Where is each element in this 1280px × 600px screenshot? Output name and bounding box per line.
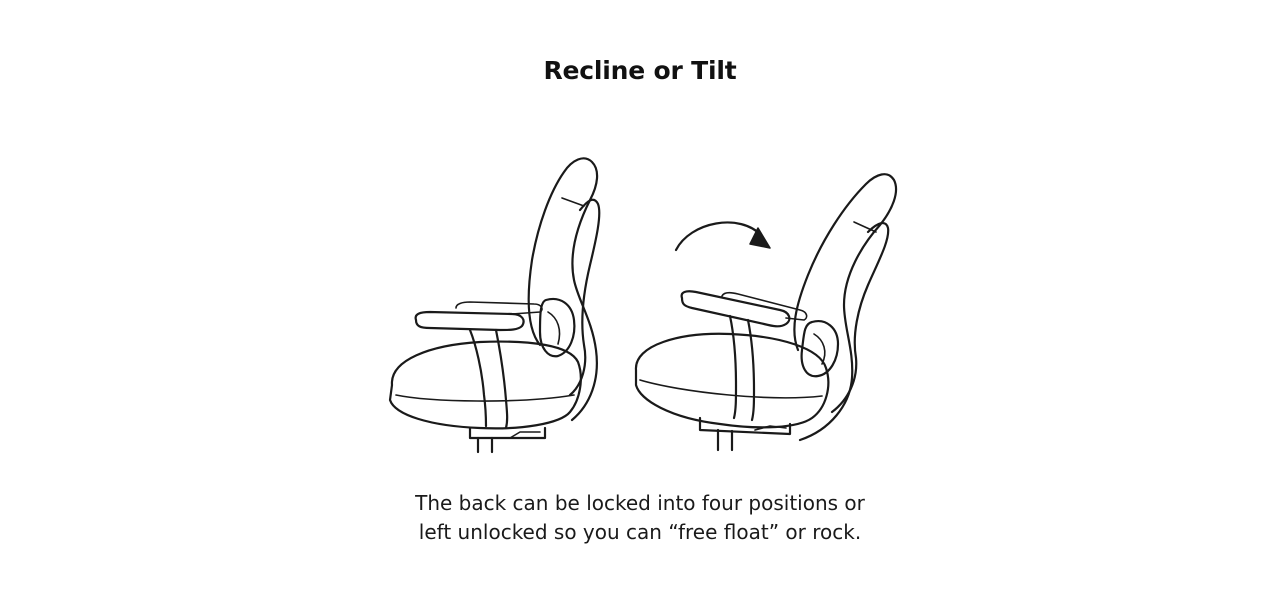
caption: The back can be locked into four positio… — [0, 489, 1280, 547]
caption-line-1: The back can be locked into four positio… — [415, 491, 865, 515]
page-title: Recline or Tilt — [543, 56, 737, 85]
curved-arrow-icon — [674, 221, 771, 252]
reclined-chair-icon — [634, 173, 898, 452]
upright-chair-icon — [388, 157, 601, 454]
caption-line-2: left unlocked so you can “free float” or… — [418, 520, 862, 544]
